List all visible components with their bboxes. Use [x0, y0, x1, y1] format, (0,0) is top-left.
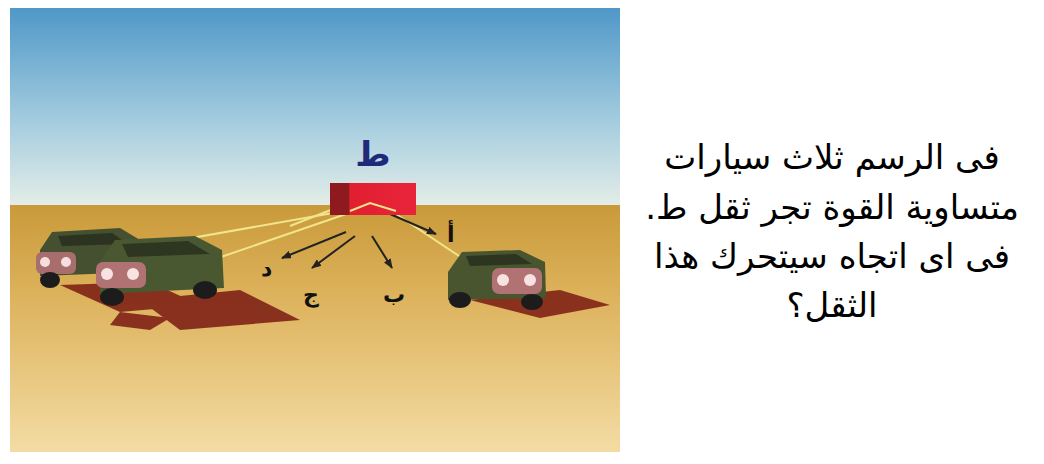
- weight-box: ط: [330, 183, 416, 215]
- direction-letter: د: [261, 258, 272, 280]
- question-area: فى الرسم ثلاث سيارات متساوية القوة تجر ث…: [628, 0, 1036, 464]
- weight-label: ط: [330, 137, 416, 171]
- box-marking: [330, 183, 416, 215]
- question-text: فى الرسم ثلاث سيارات متساوية القوة تجر ث…: [628, 133, 1036, 330]
- direction-letter: ج: [303, 284, 319, 306]
- direction-letter: ب: [383, 284, 405, 306]
- direction-letter: أ: [447, 224, 455, 246]
